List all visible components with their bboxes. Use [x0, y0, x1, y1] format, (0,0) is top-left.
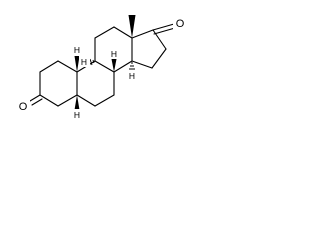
bond: [76, 94, 96, 107]
bond: [131, 29, 154, 39]
bond: [94, 94, 115, 107]
bond: [39, 94, 59, 107]
wedge-bond: [74, 56, 80, 72]
wedge-bond: [111, 59, 117, 72]
ring-c: [94, 26, 133, 73]
ring-a: [39, 60, 78, 107]
steroid-structure: H H H H H O O: [16, 15, 187, 120]
double-bond: [153, 27, 176, 35]
hash-bond: [129, 62, 135, 70]
oxygen-label-c17: O: [176, 18, 185, 30]
stereo-hydrogens: H H H H H: [71, 45, 138, 120]
bond: [131, 60, 153, 69]
h-label-c5: H: [74, 110, 80, 120]
bond: [94, 26, 115, 39]
bond: [39, 60, 59, 73]
bond: [57, 60, 78, 73]
h-label-c8: H: [111, 49, 117, 59]
double-bond: [152, 23, 175, 31]
h-label-c14: H: [129, 71, 135, 81]
methyl-wedge-bond: [128, 15, 136, 38]
ketone-c3: [29, 94, 43, 106]
h-label-c9: H: [81, 57, 87, 67]
bond: [94, 60, 115, 73]
h-label-c10: H: [74, 45, 80, 55]
bond: [113, 26, 133, 39]
bond: [113, 60, 133, 73]
double-bond: [29, 94, 41, 102]
bond: [57, 94, 78, 107]
ketone-c17: [152, 23, 176, 35]
wedge-bond: [74, 95, 80, 110]
double-bond: [31, 98, 43, 106]
ring-d: [131, 29, 167, 69]
bond: [151, 48, 167, 69]
ring-b: [76, 60, 115, 107]
oxygen-label-c3: O: [19, 101, 28, 113]
